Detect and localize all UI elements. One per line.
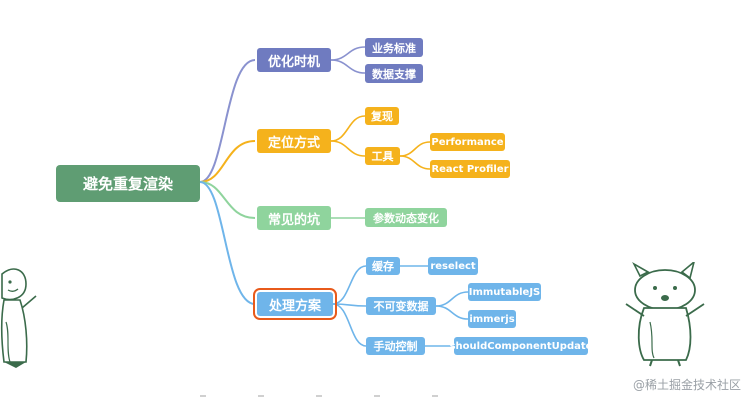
pitfall-child-dynamic-params[interactable]: 参数动态变化 bbox=[365, 208, 447, 227]
immutable-immutablejs[interactable]: ImmutableJS bbox=[468, 283, 541, 301]
locate-child-tools[interactable]: 工具 bbox=[365, 147, 400, 165]
branch-pitfall[interactable]: 常见的坑 bbox=[257, 206, 331, 230]
root-node[interactable]: 避免重复渲染 bbox=[56, 165, 200, 202]
mascot-right-illustration bbox=[625, 262, 705, 367]
branch-timing[interactable]: 优化时机 bbox=[257, 48, 331, 72]
solution-manual-control[interactable]: 手动控制 bbox=[366, 337, 425, 355]
timing-child-data-support[interactable]: 数据支撑 bbox=[365, 64, 423, 83]
tool-react-profiler[interactable]: React Profiler bbox=[430, 160, 510, 178]
solution-immutable[interactable]: 不可变数据 bbox=[366, 297, 436, 315]
locate-child-reproduce[interactable]: 复现 bbox=[365, 107, 399, 125]
manual-should-component-update[interactable]: shouldComponentUpdate bbox=[450, 337, 592, 355]
solution-cache[interactable]: 缓存 bbox=[366, 257, 400, 275]
immutable-immerjs[interactable]: immerjs bbox=[468, 310, 516, 328]
bottom-dashes-decoration bbox=[200, 395, 460, 397]
branch-locate[interactable]: 定位方式 bbox=[257, 129, 331, 153]
watermark: @稀土掘金技术社区 bbox=[632, 378, 741, 392]
mascot-left-illustration bbox=[0, 268, 37, 368]
cache-reselect[interactable]: reselect bbox=[428, 257, 478, 275]
tool-performance[interactable]: Performance bbox=[430, 133, 505, 151]
branch-solution[interactable]: 处理方案 bbox=[253, 288, 337, 320]
timing-child-business-standard[interactable]: 业务标准 bbox=[365, 38, 423, 57]
